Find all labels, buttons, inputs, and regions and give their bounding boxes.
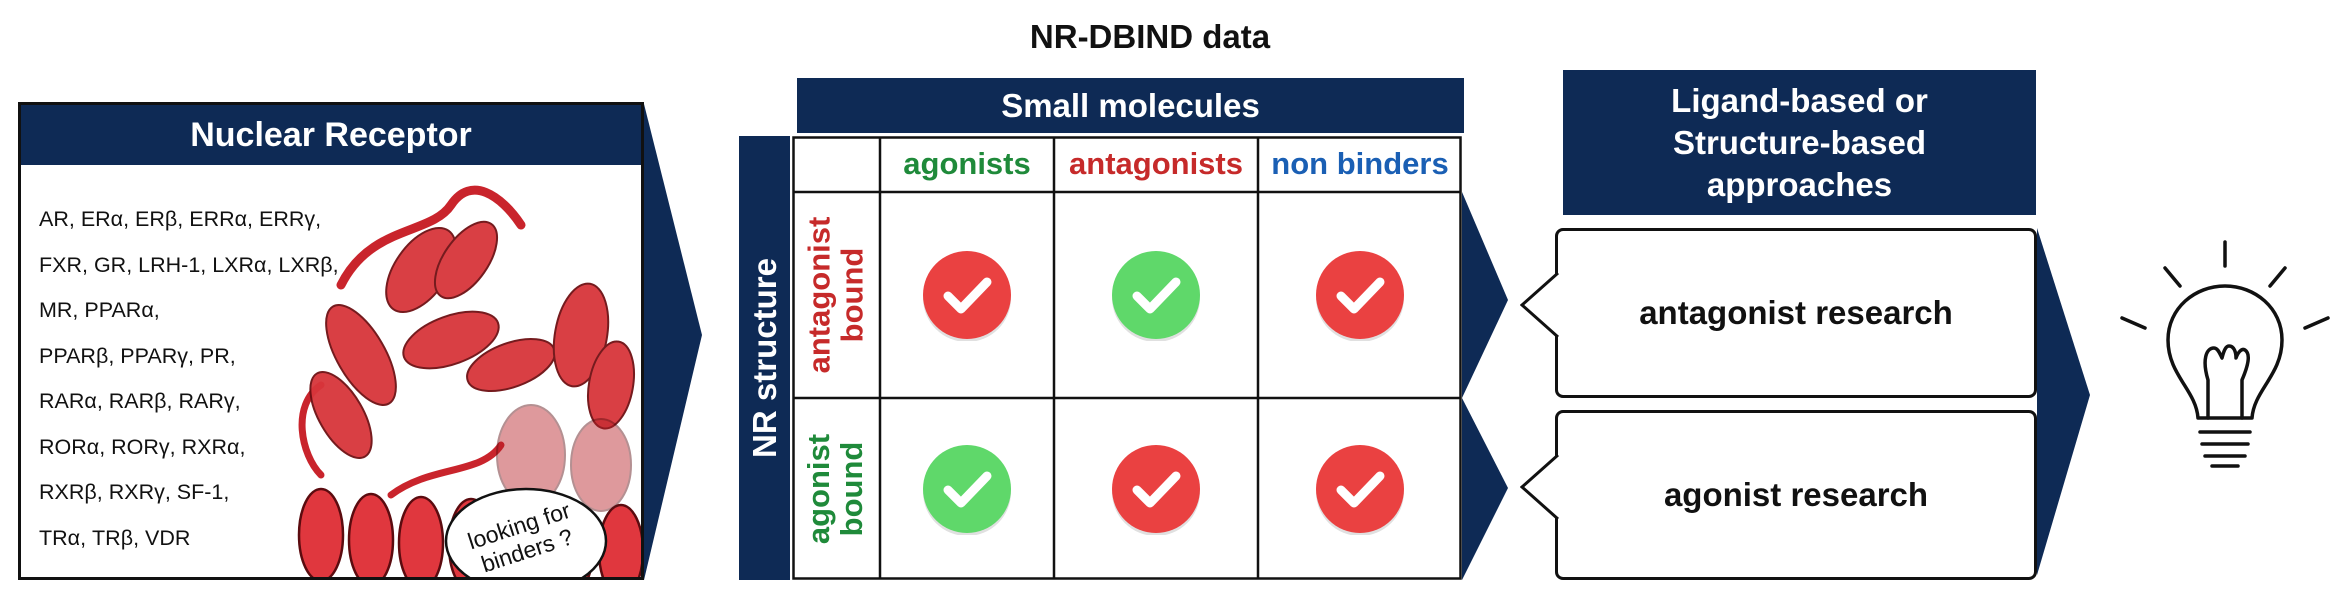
- check-green-icon: [923, 445, 1011, 535]
- receptor-list: AR, ERα, ERβ, ERRα, ERRγ, FXR, GR, LRH-1…: [39, 197, 419, 561]
- small-molecules-header: Small molecules: [797, 78, 1464, 133]
- receptor-line: RORα, RORγ, RXRα,: [39, 434, 246, 459]
- nuclear-receptor-panel: Nuclear Receptor AR, ERα, ERβ, ERRα, ERR…: [18, 102, 644, 580]
- row-label-line: antagonist: [801, 216, 837, 374]
- receptor-line: AR, ERα, ERβ, ERRα, ERRγ,: [39, 207, 322, 231]
- row-header-agonist-bound: agonist bound: [792, 398, 878, 580]
- row-header-antagonist-bound: antagonist bound: [792, 192, 878, 398]
- row-label-line: bound: [834, 441, 870, 537]
- nr-arrow: [644, 104, 702, 580]
- row-label-line: agonist: [801, 433, 837, 545]
- nr-structure-header-bg: [739, 136, 790, 580]
- lightbulb-icon: [2120, 240, 2330, 468]
- receptor-line: MR, PPARα,: [39, 298, 160, 322]
- antagonist-row-arrow: [1462, 192, 1508, 398]
- agonist-row-arrow: [1462, 398, 1508, 580]
- receptor-line: RXRβ, RXRγ, SF-1,: [39, 480, 230, 504]
- approaches-header-line: Structure-based: [1672, 123, 1927, 161]
- receptor-line: RARα, RARβ, RARγ,: [39, 389, 241, 413]
- receptor-line: FXR, GR, LRH-1, LXRα, LXRβ,: [39, 252, 339, 277]
- antagonist-research-box: antagonist research: [1555, 228, 2037, 398]
- antagonist-callout-pointer: [1520, 271, 1559, 339]
- receptor-line: PPARβ, PPARγ, PR,: [39, 343, 236, 368]
- check-red-icon: [923, 251, 1011, 341]
- approaches-header: Ligand-based or Structure-based approach…: [1563, 70, 2036, 215]
- column-header-antagonists: antagonists: [1054, 136, 1258, 192]
- nr-structure-header: NR structure: [739, 136, 790, 580]
- receptor-line: TRα, TRβ, VDR: [39, 525, 191, 550]
- agonist-callout-pointer: [1520, 453, 1559, 521]
- nuclear-receptor-header: Nuclear Receptor: [21, 105, 641, 165]
- speech-bubble-shape: [444, 487, 608, 577]
- row-label: antagonist bound: [801, 216, 870, 374]
- figure-title: NR-DBIND data: [1029, 18, 1271, 55]
- column-header-non-binders: non binders: [1258, 136, 1462, 192]
- approach-arrow: [2037, 228, 2090, 575]
- column-label: non binders: [1271, 146, 1449, 181]
- check-red-icon: [1316, 251, 1404, 341]
- nr-structure-label: NR structure: [745, 258, 783, 458]
- agonist-research-box: agonist research: [1555, 410, 2037, 580]
- table-grid: [792, 136, 1462, 580]
- column-header-agonists: agonists: [880, 136, 1054, 192]
- column-label: agonists: [903, 146, 1031, 181]
- row-label: agonist bound: [801, 433, 870, 545]
- check-red-icon: [1112, 445, 1200, 535]
- row-label-line: bound: [834, 247, 870, 343]
- check-green-icon: [1112, 251, 1200, 341]
- check-red-icon: [1316, 445, 1404, 535]
- approaches-header-line: approaches: [1706, 165, 1893, 203]
- column-label: antagonists: [1069, 146, 1243, 181]
- approaches-header-line: Ligand-based or: [1671, 81, 1928, 119]
